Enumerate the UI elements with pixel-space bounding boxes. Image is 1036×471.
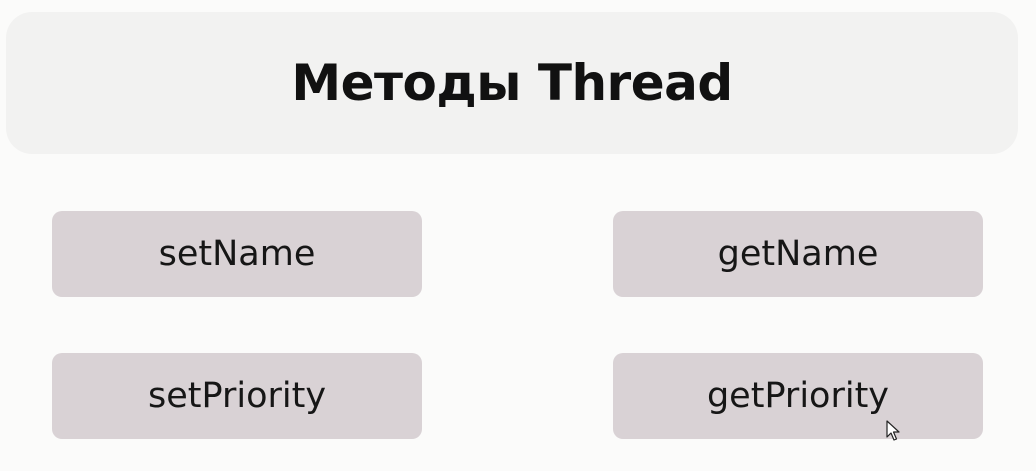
method-box-set-name: setName [52, 211, 422, 297]
method-label-set-priority: setPriority [147, 376, 327, 416]
method-box-get-priority: getPriority [613, 353, 983, 439]
slide-title: Методы Thread [291, 54, 733, 112]
method-box-get-name: getName [613, 211, 983, 297]
method-label-get-priority: getPriority [706, 376, 890, 416]
mouse-pointer-icon [886, 420, 900, 441]
method-label-get-name: getName [717, 234, 879, 274]
title-banner: Методы Thread [6, 12, 1018, 154]
method-label-set-name: setName [158, 234, 316, 274]
method-box-set-priority: setPriority [52, 353, 422, 439]
